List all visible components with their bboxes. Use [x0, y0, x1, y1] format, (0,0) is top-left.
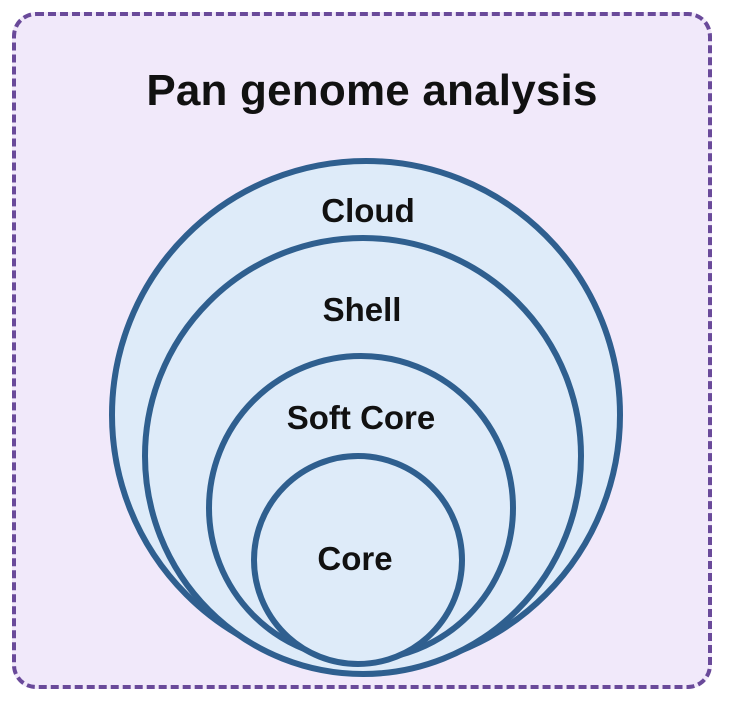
core-circle	[251, 453, 465, 667]
diagram-title: Pan genome analysis	[146, 66, 598, 115]
soft-core-label: Soft Core	[287, 399, 436, 436]
shell-label: Shell	[323, 291, 402, 328]
cloud-label: Cloud	[321, 192, 414, 229]
core-label: Core	[317, 540, 392, 577]
